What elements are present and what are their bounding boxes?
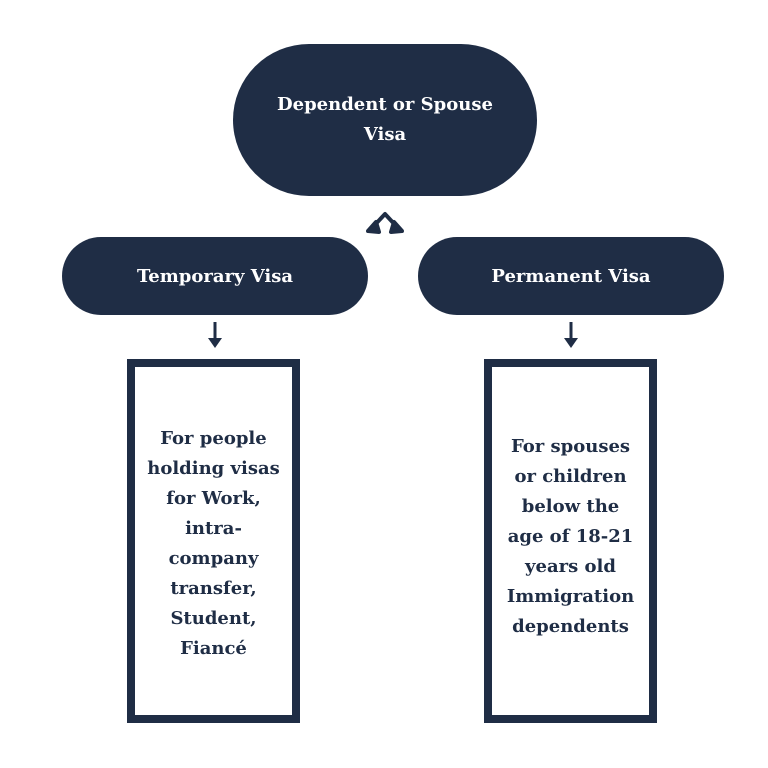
permanent-visa-description: For spouses or children below the age of… — [506, 436, 635, 637]
root-node-label: Dependent or Spouse Visa — [277, 94, 493, 145]
temporary-visa-description-box: For people holding visas for Work, intra… — [127, 359, 300, 723]
temporary-visa-description: For people holding visas for Work, intra… — [147, 428, 280, 659]
temporary-visa-node: Temporary Visa — [62, 237, 368, 315]
root-node: Dependent or Spouse Visa — [233, 44, 537, 196]
down-arrow-icon — [564, 322, 578, 348]
permanent-visa-node: Permanent Visa — [418, 237, 724, 315]
temporary-visa-label: Temporary Visa — [136, 265, 294, 287]
down-arrow-icon — [208, 322, 222, 348]
split-arrows-icon — [366, 212, 404, 234]
permanent-visa-description-box: For spouses or children below the age of… — [484, 359, 657, 723]
permanent-visa-label: Permanent Visa — [491, 265, 651, 287]
